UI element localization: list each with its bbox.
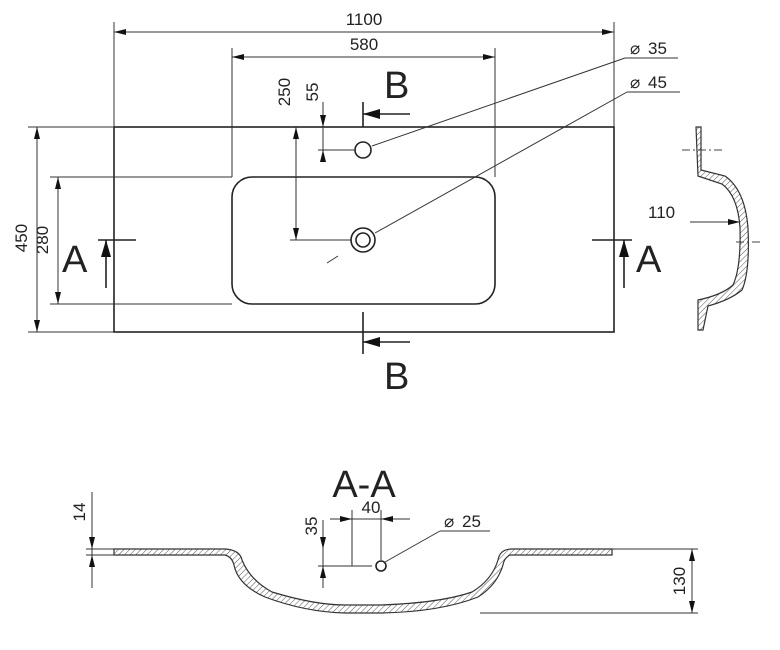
dim-overflow-dia-symbol: ⌀: [444, 512, 454, 531]
side-section-view: 110: [648, 126, 760, 331]
section-b-label-top: B: [384, 65, 409, 107]
dim-drain-offset: 250: [275, 78, 294, 106]
dim-overall-depth: 450: [12, 224, 31, 252]
drain-outer: [350, 227, 376, 253]
dim-slab-thickness: 14: [70, 503, 89, 522]
dim-overflow-height: 35: [302, 517, 321, 536]
section-title: A-A: [332, 464, 396, 506]
dim-total-height: 130: [670, 567, 689, 595]
top-view: 1100 580 450 280 250 55: [12, 10, 680, 398]
dim-drain-dia: 45: [648, 73, 667, 92]
section-a-a-view: A-A 14 35 40 ⌀ 25 130: [70, 464, 698, 614]
section-b-label-bottom: B: [384, 356, 409, 398]
dim-tap-offset: 55: [303, 83, 322, 102]
drain-inner: [355, 232, 371, 248]
side-profile: [695, 126, 749, 331]
dim-bowl-depth: 280: [33, 226, 52, 254]
dim-overflow-dia: 25: [462, 512, 481, 531]
dim-drain-dia-symbol: ⌀: [630, 73, 640, 92]
tap-hole: [354, 141, 372, 159]
dim-bowl-width: 580: [350, 35, 378, 54]
dim-overflow-width: 40: [362, 498, 381, 517]
dim-side-depth: 110: [648, 203, 675, 222]
overflow-hole: [375, 560, 387, 572]
section-profile: [113, 548, 613, 614]
section-a-label-left: A: [62, 239, 88, 281]
section-a-label-right: A: [636, 239, 662, 281]
countertop-outline: [113, 126, 615, 333]
bowl-outline: [231, 176, 496, 305]
dim-tap-hole-dia-symbol: ⌀: [630, 39, 640, 58]
dim-overall-width: 1100: [346, 10, 383, 29]
dim-tap-hole-dia: 35: [648, 39, 667, 58]
